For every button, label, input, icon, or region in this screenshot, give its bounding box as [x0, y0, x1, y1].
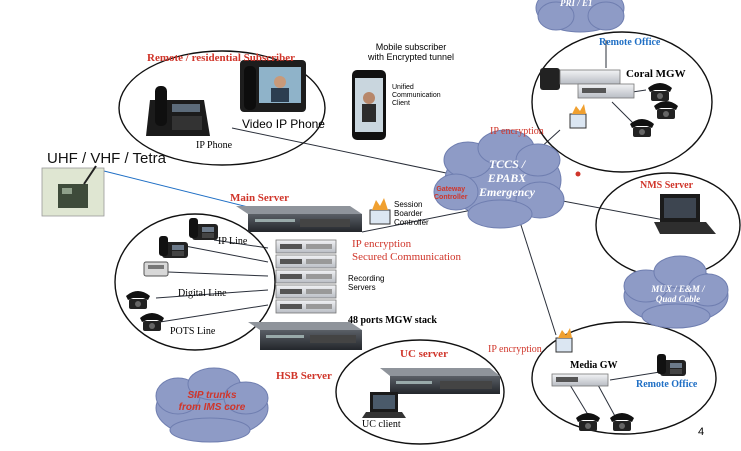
ip-line-label: IP Line	[218, 236, 248, 247]
link-session-controller	[361, 209, 473, 233]
digital-line-label: Digital Line	[178, 288, 227, 299]
media-gw-pots-1	[576, 413, 600, 431]
remote-office-bottom-label: Remote Office	[636, 379, 698, 390]
coral-pots-phone-3	[630, 119, 654, 137]
ip-encryption-bottom-label: IP encryption	[488, 344, 542, 355]
encryption-top-icon	[569, 104, 587, 129]
mobile-subscriber-line1: Mobile subscriber	[375, 42, 447, 52]
tccs-line3: Emergency	[479, 184, 535, 199]
link-pots-br-2	[597, 384, 617, 419]
hsb-server-device	[248, 322, 362, 350]
remote-subscriber-label: Remote / residential Subscriber	[147, 52, 295, 64]
session-controller-icon	[369, 198, 391, 225]
sip-cloud	[155, 367, 269, 443]
uc-server-label: UC server	[400, 348, 448, 360]
recording-line2: Servers	[348, 283, 376, 293]
sip-line2: from IMS core	[178, 401, 246, 413]
local-phones	[126, 218, 218, 331]
ucc-label: Unified Communication Client	[392, 84, 441, 108]
ip-encryption-secured-line1: IP encryption	[352, 238, 412, 250]
session-controller-label: Session Boarder Controller	[394, 200, 429, 228]
ip-phone-label: IP Phone	[196, 140, 233, 151]
link-digital-1	[167, 271, 269, 277]
link-media-gw	[519, 221, 557, 336]
media-gw-pots-2	[610, 413, 634, 431]
media-gw-desk-phone	[657, 354, 686, 376]
tccs-line1: TCCS /	[488, 157, 526, 171]
mgw-stack	[275, 239, 337, 314]
link-coral-phone-2	[611, 101, 635, 125]
tccs-cloud-label: TCCS / EPABX Emergency	[474, 157, 540, 199]
recording-servers-label: Recording Servers	[348, 274, 384, 292]
encryption-bottom-icon	[555, 328, 573, 353]
sip-line1: SIP trunks	[187, 390, 237, 401]
main-server-device	[236, 206, 362, 232]
page-number: 4	[698, 426, 705, 438]
ucc-line3: Client	[392, 100, 410, 108]
media-gw-label: Media GW	[570, 360, 618, 371]
coral-pots-phone-1	[648, 83, 672, 101]
link-digital-2	[155, 289, 269, 299]
link-pots	[159, 304, 269, 323]
coral-pots-phone-2	[654, 101, 678, 119]
link-remote-subscriber	[231, 127, 471, 179]
hsb-server-label: HSB Server	[276, 370, 332, 382]
main-server-label: Main Server	[230, 192, 289, 204]
mux-cloud-label: MUX / E&M / Quad Cable	[646, 284, 710, 305]
ucc-line2: Communication	[392, 92, 441, 100]
gateway-controller-label: Gateway Controller	[434, 186, 467, 202]
gateway-controller-line2: Controller	[434, 194, 468, 202]
session-controller-line2: Boarder	[394, 209, 423, 219]
video-ip-phone-label: Video IP Phone	[242, 117, 325, 131]
coral-mgw-device	[540, 68, 635, 99]
remote-office-bottom-zone	[531, 321, 717, 435]
tccs-line2: EPABX	[487, 170, 527, 185]
uhf-label: UHF / VHF / Tetra	[47, 150, 166, 167]
sip-cloud-label: SIP trunks from IMS core	[172, 390, 252, 413]
uhf-radio-image	[41, 165, 105, 217]
mobile-subscriber-line2: with Encrypted tunnel	[368, 52, 455, 63]
coral-mgw-label: Coral MGW	[626, 68, 686, 80]
pri-cloud	[535, 0, 625, 33]
mux-cloud	[623, 255, 729, 329]
uc-server-device	[380, 368, 500, 394]
nms-server-label: NMS Server	[640, 180, 694, 191]
tccs-cloud	[433, 129, 565, 229]
digital-phone	[143, 261, 169, 277]
mux-line2: Quad Cable	[655, 294, 701, 305]
mgw-stack-label: 48 ports MGW stack	[348, 315, 437, 326]
remote-office-top-zone	[531, 31, 713, 173]
ucc-line1: Unified	[392, 84, 414, 91]
link-phone-br	[609, 371, 661, 381]
remote-office-top-label: Remote Office	[599, 37, 661, 48]
link-ip-line-1	[213, 239, 269, 249]
ip-encryption-secured-label: IP encryption Secured Communication	[352, 238, 461, 263]
video-ip-phone-device	[240, 60, 306, 112]
pri-cloud-label: PRI / E1	[560, 0, 593, 8]
gateway-controller-line1: Gateway	[436, 186, 466, 193]
connection-lines	[155, 40, 676, 419]
red-marker-dot	[575, 171, 581, 177]
mobile-subscriber-label: Mobile subscriber with Encrypted tunnel	[368, 42, 454, 63]
pots-line-label: POTS Line	[170, 326, 216, 337]
uc-client-laptop	[362, 392, 406, 418]
ip-encryption-secured-line2: Secured Communication	[352, 250, 462, 263]
mux-line1: MUX / E&M /	[651, 284, 705, 294]
local-phones-zone	[114, 213, 276, 351]
link-pots-br-1	[569, 384, 591, 419]
session-controller-line3: Controller	[394, 218, 429, 228]
session-controller-line1: Session	[394, 200, 423, 209]
ip-phone-device	[146, 86, 210, 136]
mobile-phone-device	[352, 70, 386, 140]
link-ip-line-2	[184, 245, 269, 263]
uc-client-label: UC client	[362, 419, 401, 430]
uc-zone	[335, 339, 505, 445]
remote-subscriber-zone	[118, 50, 326, 166]
nms-laptop	[654, 194, 716, 234]
recording-line1: Recording	[348, 274, 385, 283]
ip-encryption-top-label: IP encryption	[490, 126, 544, 137]
media-gw-device	[551, 373, 609, 387]
